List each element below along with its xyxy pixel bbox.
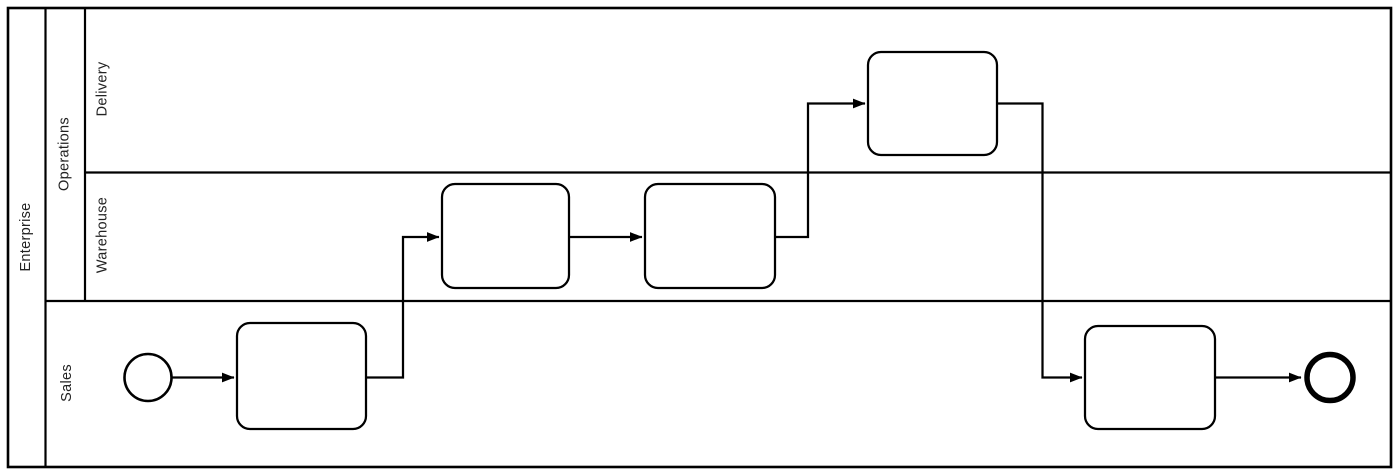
pool-enterprise [6, 6, 1393, 469]
sequence-flow-task3-to-task4 [775, 98, 866, 239]
start-event [123, 352, 173, 403]
task-4 [866, 50, 999, 157]
sequence-flow-task4-to-task5 [997, 102, 1083, 383]
task-3 [643, 182, 777, 290]
group-label-operations: Operations [56, 117, 72, 191]
lane-label-sales: Sales [59, 364, 75, 402]
lane-label-warehouse: Warehouse [94, 197, 110, 273]
task-5 [1083, 324, 1217, 431]
task-1 [235, 321, 368, 431]
task-2 [440, 182, 571, 290]
end-event [1304, 351, 1356, 404]
lane-label-delivery: Delivery [94, 61, 110, 116]
sequence-flow-task1-to-task2 [366, 232, 440, 379]
pool-label-enterprise: Enterprise [18, 202, 34, 271]
